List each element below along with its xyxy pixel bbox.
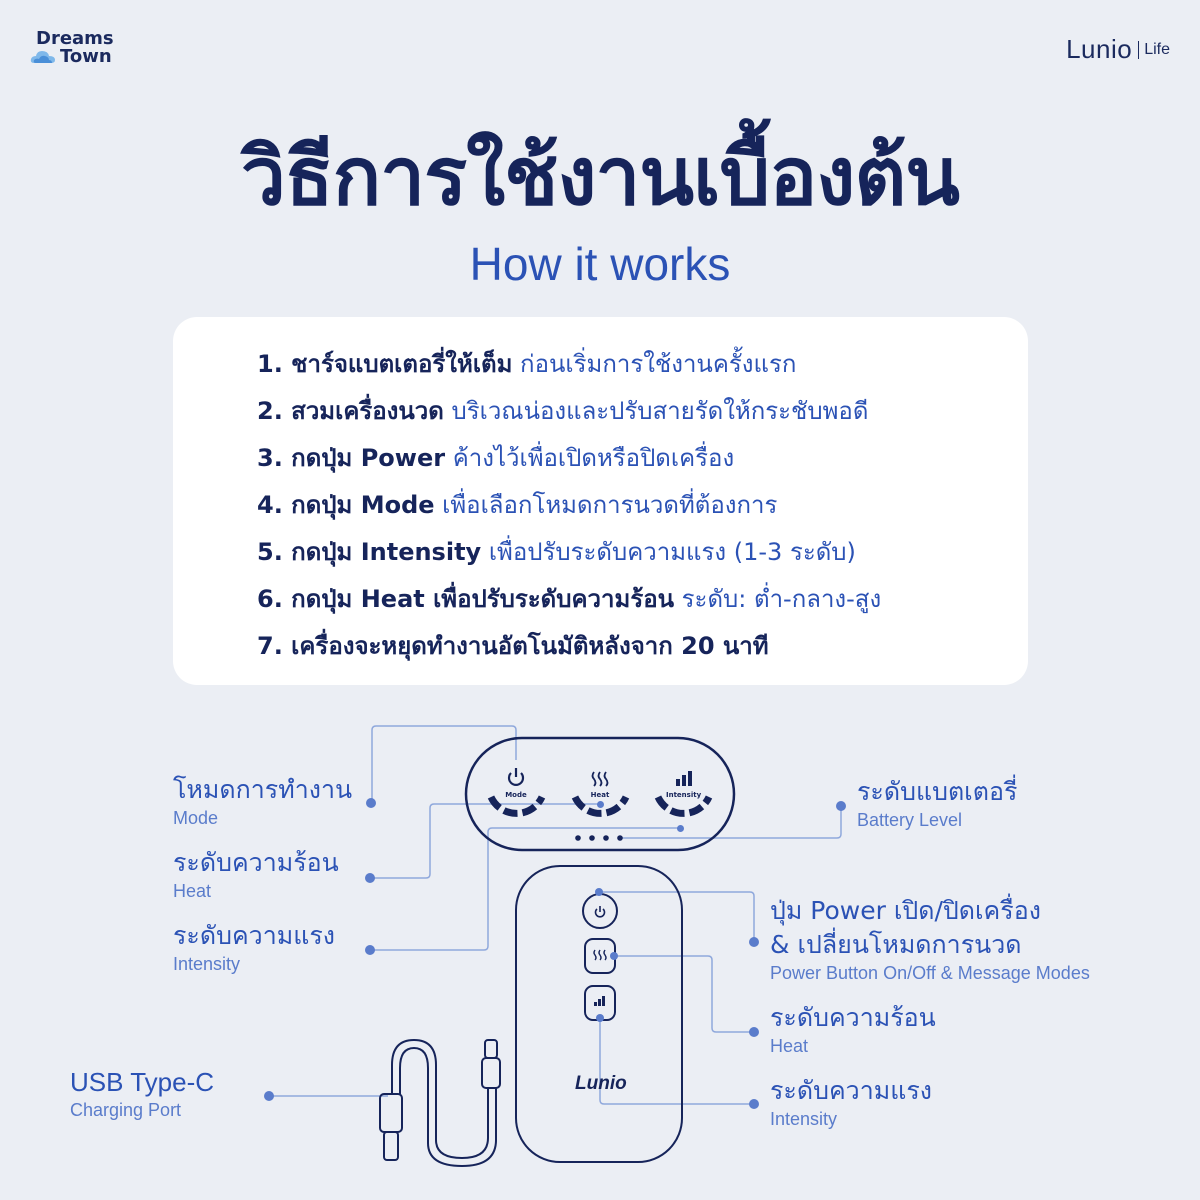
step-bold: 5. กดปุ่ม Intensity: [257, 538, 482, 566]
label-intensity-right-th: ระดับความแรง: [770, 1076, 932, 1105]
callout-dot: [365, 945, 375, 955]
step-text: บริเวณน่องและปรับสายรัดให้กระชับพอดี: [443, 397, 869, 425]
label-heat-right-en: Heat: [770, 1036, 809, 1056]
step-bold: 7. เครื่องจะหยุดทำงานอัตโนมัติหลังจาก 20…: [257, 632, 769, 660]
logo-sub: Life: [1144, 40, 1170, 58]
page-title-thai: วิธีการใช้งานเบื้องต้น: [241, 130, 960, 223]
label-heat-right-th: ระดับความร้อน: [770, 1003, 936, 1032]
label-battery-en: Battery Level: [857, 810, 963, 830]
step-bold: 3. กดปุ่ม Power: [257, 444, 446, 472]
cloud-icon: [30, 51, 55, 63]
step-bold: 1. ชาร์จแบตเตอรี่ให้เต็ม: [257, 350, 513, 378]
callout-dot: [597, 801, 604, 808]
callout-dot: [365, 873, 375, 883]
callout-dot: [749, 1099, 759, 1109]
callout-lines: [270, 725, 842, 1105]
label-intensity-left: ระดับความแรง Intensity: [173, 920, 335, 976]
callout-dot: [264, 1091, 274, 1101]
battery-level-dots: [575, 835, 623, 841]
device-signal-icon: [594, 996, 605, 1006]
step-item: 5. กดปุ่ม Intensity เพื่อปรับระดับความแร…: [257, 529, 881, 576]
step-item: 3. กดปุ่ม Power ค้างไว้เพื่อเปิดหรือปิดเ…: [257, 435, 881, 482]
label-intensity-right: ระดับความแรง Intensity: [770, 1075, 932, 1131]
label-heat-left: ระดับความร้อน Heat: [173, 847, 339, 903]
label-heat-left-en: Heat: [173, 881, 212, 901]
steps-card: 1. ชาร์จแบตเตอรี่ให้เต็ม ก่อนเริ่มการใช้…: [173, 317, 1028, 685]
step-item: 4. กดปุ่ม Mode เพื่อเลือกโหมดการนวดที่ต้…: [257, 482, 881, 529]
usb-cable-icon: [379, 1038, 501, 1168]
panel-mode-label: Mode: [505, 791, 527, 799]
lunio-life-logo: Lunio Life: [1066, 34, 1170, 65]
callout-dot: [836, 801, 846, 811]
label-power-en: Power Button On/Off & Message Modes: [770, 963, 1090, 983]
label-battery-th: ระดับแบตเตอรี่: [857, 777, 1018, 806]
control-panel-outline: [464, 736, 736, 852]
step-text: เพื่อเลือกโหมดการนวดที่ต้องการ: [434, 491, 778, 519]
panel-level-arcs: [487, 795, 713, 817]
steps-list: 1. ชาร์จแบตเตอรี่ให้เต็ม ก่อนเริ่มการใช้…: [257, 341, 881, 670]
step-text: ก่อนเริ่มการใช้งานครั้งแรก: [512, 350, 797, 378]
label-battery: ระดับแบตเตอรี่ Battery Level: [857, 776, 1017, 832]
panel-heat-label: Heat: [590, 791, 610, 799]
label-mode-th: โหมดการทำงาน: [173, 775, 353, 804]
panel-intensity-label: Intensity: [666, 791, 702, 799]
step-text: เพื่อปรับระดับความแรง (1-3 ระดับ): [481, 538, 856, 566]
callout-dot: [596, 1014, 604, 1022]
logo-text-dreams: Dreams: [36, 28, 114, 49]
panel-heat-icon: [591, 771, 609, 787]
step-item: 6. กดปุ่ม Heat เพื่อปรับระดับความร้อน ระ…: [257, 576, 881, 623]
panel-power-icon: [507, 768, 525, 786]
callout-dot: [595, 888, 603, 896]
callout-dot: [749, 1027, 759, 1037]
label-intensity-right-en: Intensity: [770, 1109, 838, 1129]
step-item: 1. ชาร์จแบตเตอรี่ให้เต็ม ก่อนเริ่มการใช้…: [257, 341, 881, 388]
callout-dot: [749, 937, 759, 947]
device-power-icon: [594, 906, 606, 918]
device-heat-icon: [593, 949, 607, 961]
step-text: ระดับ: ต่ำ-กลาง-สูง: [674, 585, 882, 613]
label-heat-left-th: ระดับความร้อน: [173, 848, 339, 877]
callout-dot: [366, 798, 376, 808]
page-title-english: How it works: [469, 238, 731, 290]
device-body-outline: [515, 865, 683, 1163]
label-mode-en: Mode: [173, 808, 219, 828]
label-power-th2: & เปลี่ยนโหมดการนวด: [770, 930, 1022, 959]
step-text: ค้างไว้เพื่อเปิดหรือปิดเครื่อง: [445, 444, 735, 472]
step-item: 2. สวมเครื่องนวด บริเวณน่องและปรับสายรัด…: [257, 388, 881, 435]
label-power: ปุ่ม Power เปิด/ปิดเครื่อง & เปลี่ยนโหมด…: [770, 895, 1090, 985]
step-item: 7. เครื่องจะหยุดทำงานอัตโนมัติหลังจาก 20…: [257, 623, 881, 670]
step-bold: 4. กดปุ่ม Mode: [257, 491, 435, 519]
label-heat-right: ระดับความร้อน Heat: [770, 1002, 936, 1058]
diagram-drawing: [270, 725, 842, 1168]
label-mode: โหมดการทำงาน Mode: [173, 774, 352, 830]
logo-brand: Lunio: [1066, 34, 1133, 64]
label-usb-title: USB Type-C: [70, 1067, 215, 1097]
label-usb: USB Type-C Charging Port: [70, 1066, 214, 1122]
label-intensity-left-en: Intensity: [173, 954, 241, 974]
callout-dot: [677, 825, 684, 832]
dreams-town-logo: Dreams Town: [30, 28, 140, 72]
label-power-th1: ปุ่ม Power เปิด/ปิดเครื่อง: [770, 896, 1041, 925]
device-diagram: Lunio Mode Heat Intensity โหมดการทำงาน M…: [0, 700, 1200, 1200]
step-bold: 2. สวมเครื่องนวด: [257, 397, 444, 425]
panel-signal-icon: [676, 771, 692, 786]
callout-dot: [610, 952, 618, 960]
step-bold: 6. กดปุ่ม Heat เพื่อปรับระดับความร้อน: [257, 585, 675, 613]
device-brand: Lunio: [575, 1073, 627, 1094]
logo-separator: [1138, 40, 1140, 59]
label-intensity-left-th: ระดับความแรง: [173, 921, 335, 950]
logo-text-town: Town: [60, 46, 112, 67]
label-usb-sub: Charging Port: [70, 1100, 182, 1120]
